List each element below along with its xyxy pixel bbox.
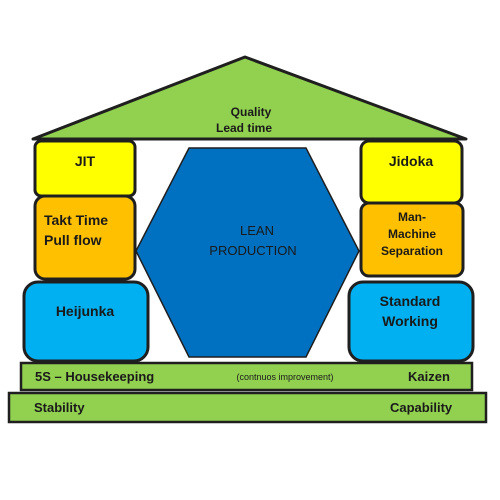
pull-flow-label: Pull flow [44,232,102,248]
heijunka-block [22,280,150,363]
lean-label: LEAN [240,223,274,238]
roof-label-lead-time: Lead time [215,121,273,135]
stability-label: Stability [34,400,85,415]
foundation-lower [7,391,488,424]
machine-label: Machine [387,227,437,241]
jidoka-label: Jidoka [388,153,434,169]
man-machine-block [359,201,465,278]
roof-label-quality: Quality [230,105,272,119]
lean-production-hexagon [135,147,360,358]
roof [31,55,468,141]
foundation-upper [19,361,474,392]
standard-label: Standard [379,293,441,309]
separation-label: Separation [380,244,444,258]
man-label: Man- [398,210,426,224]
continuous-improvement-label: (contnuos improvement) [236,372,334,382]
production-label: PRODUCTION [209,243,297,258]
working-label: Working [382,313,438,329]
jit-label: JIT [74,153,96,169]
takt-time-block [33,194,137,281]
heijunka-label: Heijunka [55,303,115,319]
kaizen-label: Kaizen [408,369,450,384]
takt-time-label: Takt Time [44,212,109,228]
housekeeping-label: 5S – Housekeeping [35,369,155,384]
jidoka-block [359,139,464,205]
standard-working-block [347,280,475,363]
capability-label: Capability [390,400,453,415]
